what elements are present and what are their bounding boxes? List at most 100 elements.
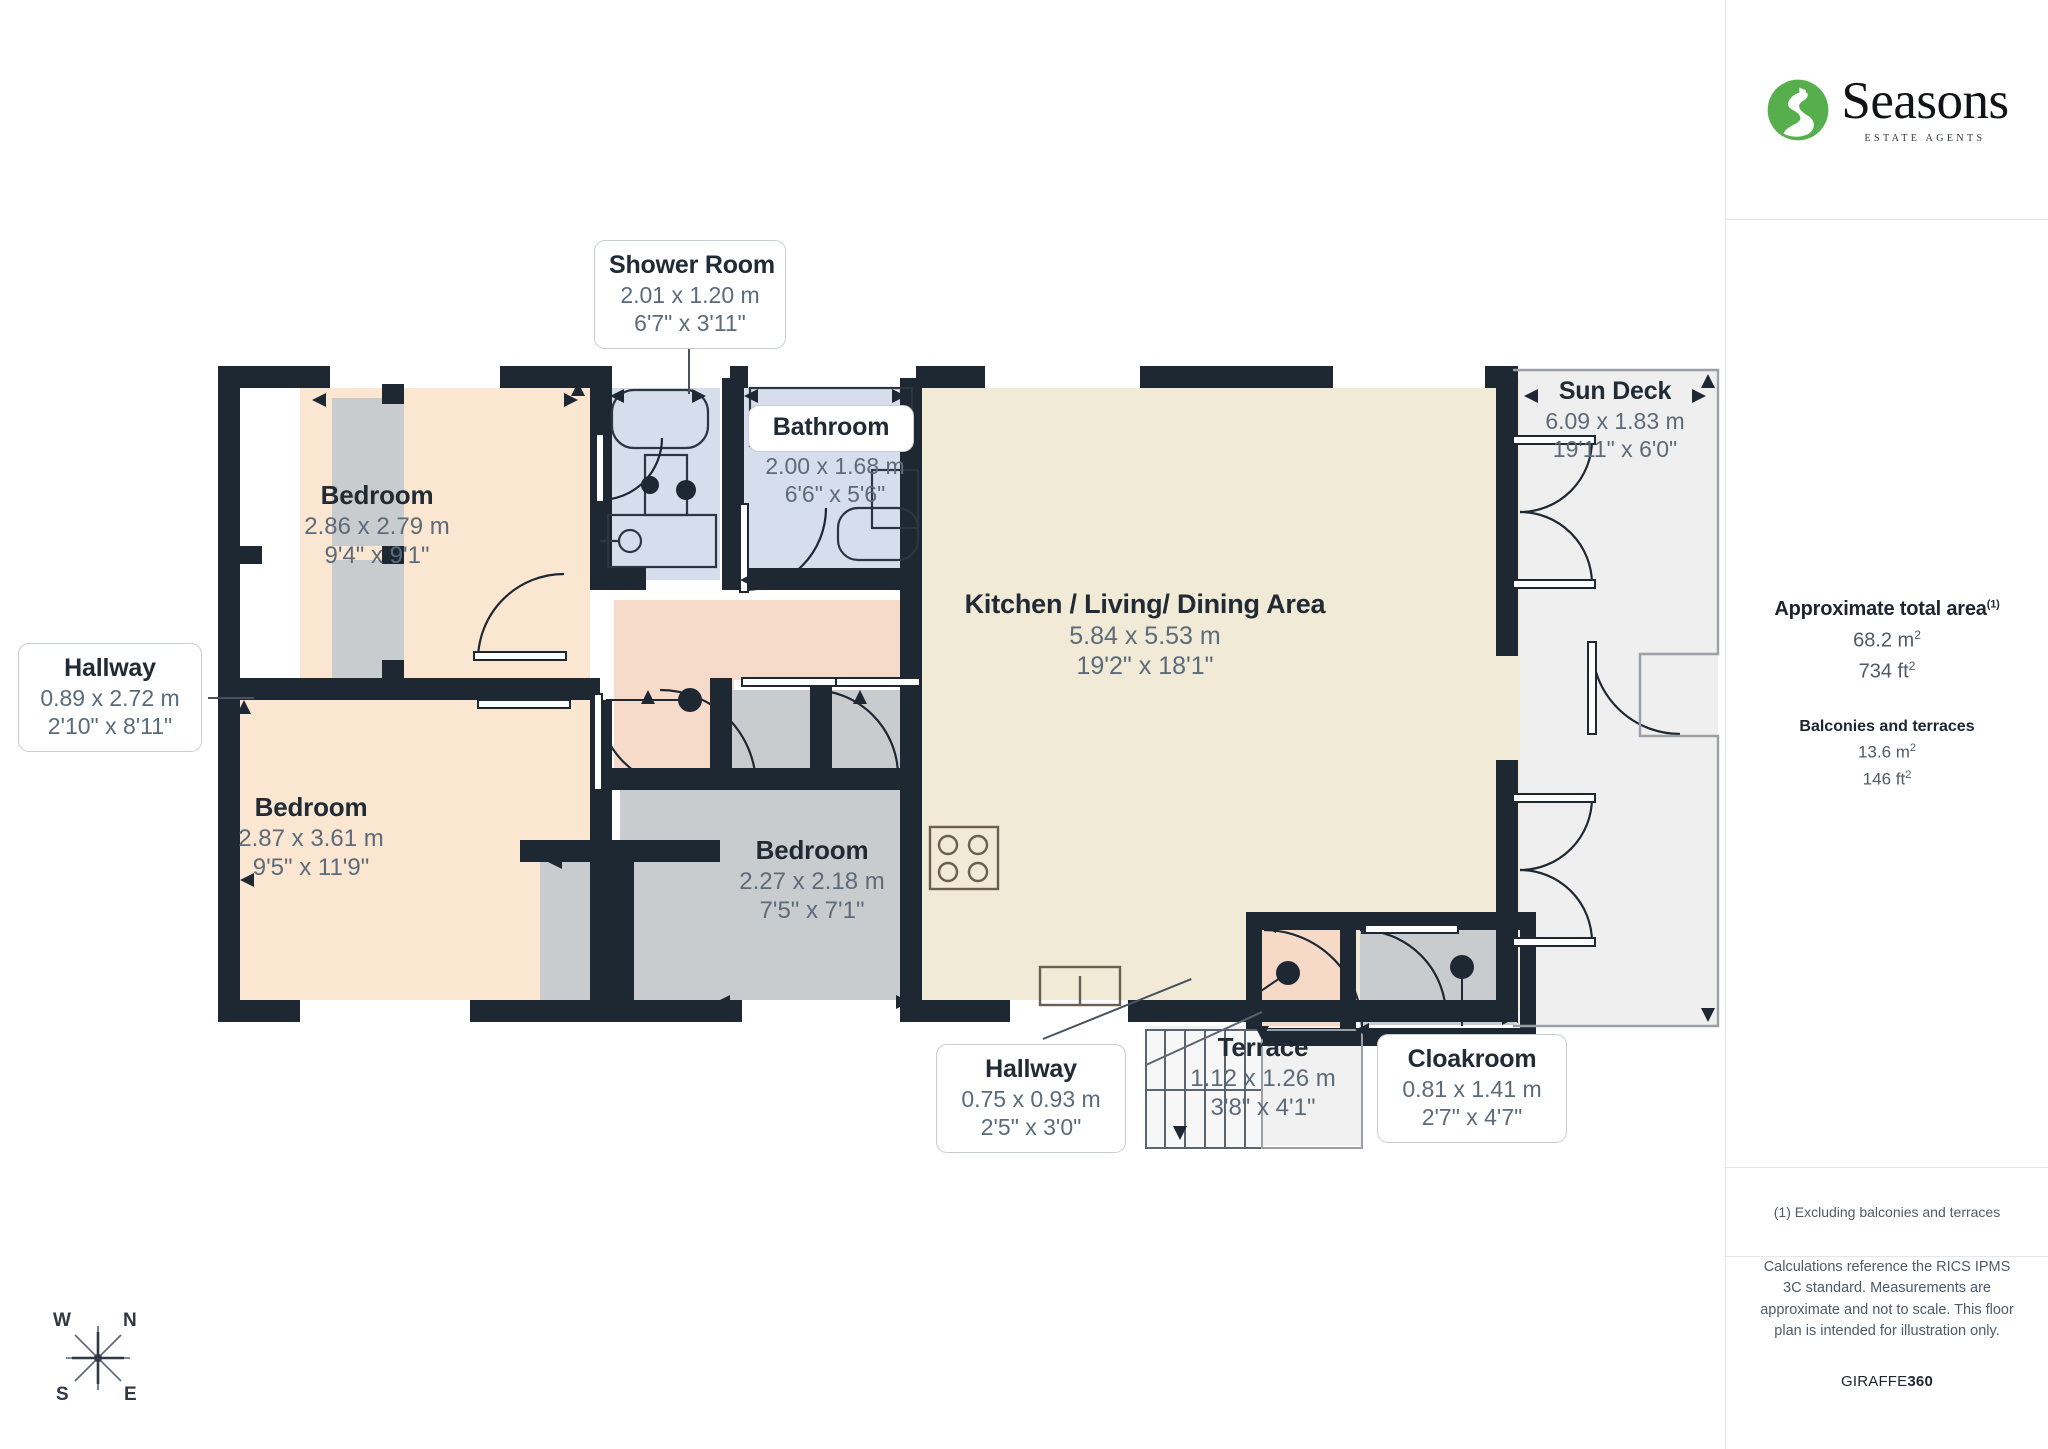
room-dim-metric: 0.81 x 1.41 m bbox=[1402, 1075, 1542, 1102]
brand-name: Seasons bbox=[1841, 72, 2009, 130]
dim-tick bbox=[1502, 1011, 1516, 1025]
total-area-heading-text: Approximate total area bbox=[1774, 597, 1987, 620]
wc-marker bbox=[641, 476, 659, 494]
room-dim-metric: 0.75 x 0.93 m bbox=[961, 1085, 1101, 1112]
total-area-imperial-value: 734 ft bbox=[1858, 661, 1909, 683]
pier-2 bbox=[382, 546, 404, 564]
wall-int-9 bbox=[710, 678, 732, 790]
compass-rose: N W S E bbox=[38, 1298, 158, 1418]
brand-logo[interactable]: Seasons ESTATE AGENTS bbox=[1765, 72, 2009, 144]
leader-shower-room bbox=[688, 338, 690, 394]
bathroom-wc bbox=[836, 506, 920, 562]
leader-hallway-left bbox=[208, 697, 254, 699]
dim-tick bbox=[548, 855, 562, 869]
dim-tick bbox=[1261, 1004, 1275, 1018]
lead bbox=[1257, 977, 1281, 994]
dim-tick bbox=[1255, 1026, 1269, 1040]
room-name: Hallway bbox=[64, 654, 156, 682]
callout-hallway-left[interactable]: Hallway 0.89 x 2.72 m 2'10" x 8'11" bbox=[18, 643, 202, 752]
superscript-two: 2 bbox=[1905, 768, 1912, 781]
dim-tick bbox=[692, 389, 706, 403]
wall-int-4b bbox=[590, 568, 646, 590]
dim-tick bbox=[1262, 919, 1276, 933]
wall-west bbox=[218, 366, 240, 1022]
door-leaf-deck4 bbox=[1512, 793, 1596, 803]
callout-shower-room[interactable]: Shower Room 2.01 x 1.20 m 6'7" x 3'11" bbox=[594, 240, 786, 349]
brand-logo-cell[interactable]: Seasons ESTATE AGENTS bbox=[1726, 0, 2048, 219]
shower-tray bbox=[610, 388, 710, 450]
door-leaf-hall bbox=[477, 699, 571, 709]
door-swing-bedroom3 bbox=[659, 688, 758, 787]
window-south-1 bbox=[300, 1000, 470, 1022]
dim-tick bbox=[896, 995, 910, 1009]
dim-tick bbox=[312, 393, 326, 407]
provider-logo: GIRAFFE360 bbox=[1841, 1373, 1933, 1390]
door-leaf-bedroom2 bbox=[593, 693, 603, 791]
dim-tick bbox=[1502, 919, 1516, 933]
wall-int-10 bbox=[810, 678, 832, 790]
walls bbox=[218, 366, 1536, 1046]
door-leaf-shower bbox=[595, 433, 605, 503]
window-north-4 bbox=[985, 366, 1140, 388]
kitchen-living-fill bbox=[922, 378, 1520, 1010]
floor-plan-canvas[interactable] bbox=[0, 0, 1725, 1449]
room-dim-imperial: 2'7" x 4'7" bbox=[1421, 1103, 1523, 1130]
hallway-center-fill-2 bbox=[730, 600, 920, 680]
door-swing-closet bbox=[811, 688, 900, 777]
light-switch-dot bbox=[676, 480, 696, 500]
window-north-3 bbox=[748, 366, 916, 388]
balconies-metric: 13.6 m2 bbox=[1858, 742, 1916, 763]
door-swing-bathroom bbox=[743, 507, 828, 592]
info-sidebar: Seasons ESTATE AGENTS Approximate total … bbox=[1725, 0, 2048, 1449]
terrace-slab bbox=[1261, 1029, 1363, 1149]
hob-outline bbox=[928, 825, 1000, 891]
door-leaf-bedroom1 bbox=[473, 651, 567, 661]
hob-burner bbox=[967, 861, 989, 883]
room-dim-imperial: 2'10" x 8'11" bbox=[47, 712, 173, 739]
pier-3 bbox=[382, 384, 404, 404]
superscript-two: 2 bbox=[1908, 659, 1916, 674]
provider-name-prefix: GIRAFFE bbox=[1840, 1372, 1908, 1390]
disclaimer-text: Calculations reference the RICS IPMS 3C … bbox=[1760, 1259, 2014, 1340]
disclaimer-cell: Calculations reference the RICS IPMS 3C … bbox=[1726, 1257, 2048, 1390]
total-area-metric-value: 68.2 m bbox=[1853, 629, 1915, 652]
wall-cloak-top bbox=[1246, 912, 1536, 930]
compass-label-south: S bbox=[56, 1384, 69, 1405]
dim-tick bbox=[1173, 1126, 1187, 1140]
callout-bathroom[interactable]: Bathroom bbox=[748, 405, 914, 452]
room-dim-imperial: 6'7" x 3'11" bbox=[634, 309, 746, 336]
superscript-two: 2 bbox=[1909, 742, 1917, 754]
dim-tick bbox=[1701, 374, 1715, 388]
door-leaf-deck5 bbox=[1512, 937, 1596, 947]
compass-label-east: E bbox=[124, 1384, 137, 1405]
door-leaf-bathroom bbox=[739, 503, 749, 593]
closet-fill-3 bbox=[730, 690, 810, 782]
balconies-imperial-value: 146 ft bbox=[1862, 769, 1906, 789]
wall-int-5 bbox=[240, 678, 600, 700]
callout-hallway-bottom[interactable]: Hallway 0.75 x 0.93 m 2'5" x 3'0" bbox=[936, 1044, 1126, 1153]
fixtures bbox=[928, 825, 1122, 1007]
room-name: Shower Room bbox=[609, 251, 775, 279]
dim-tick bbox=[1524, 389, 1538, 403]
divider bbox=[1726, 1256, 2048, 1257]
light-switch-dot bbox=[1450, 955, 1474, 979]
fixture-leads bbox=[606, 699, 1463, 1026]
wall-living-west bbox=[900, 378, 922, 1022]
compass-rose-icon bbox=[66, 1326, 130, 1390]
door-swing-deck-4 bbox=[1519, 797, 1594, 872]
room-name: Hallway bbox=[985, 1055, 1077, 1083]
door-leaf-deck1 bbox=[1512, 435, 1596, 445]
dim-tick bbox=[892, 389, 906, 403]
callout-cloakroom[interactable]: Cloakroom 0.81 x 1.41 m 2'7" x 4'7" bbox=[1377, 1034, 1567, 1143]
dimension-ticks bbox=[237, 374, 1715, 1140]
room-dim-metric: 2.01 x 1.20 m bbox=[620, 281, 760, 308]
window-north-1 bbox=[330, 366, 500, 388]
window-north-2 bbox=[612, 366, 730, 388]
wall-int-12 bbox=[612, 768, 922, 790]
room-name: Bathroom bbox=[772, 413, 890, 441]
wardrobe-fill-1 bbox=[332, 398, 404, 546]
staircase bbox=[1145, 1011, 1263, 1149]
dim-tick bbox=[571, 382, 585, 396]
dim-tick bbox=[853, 690, 867, 704]
